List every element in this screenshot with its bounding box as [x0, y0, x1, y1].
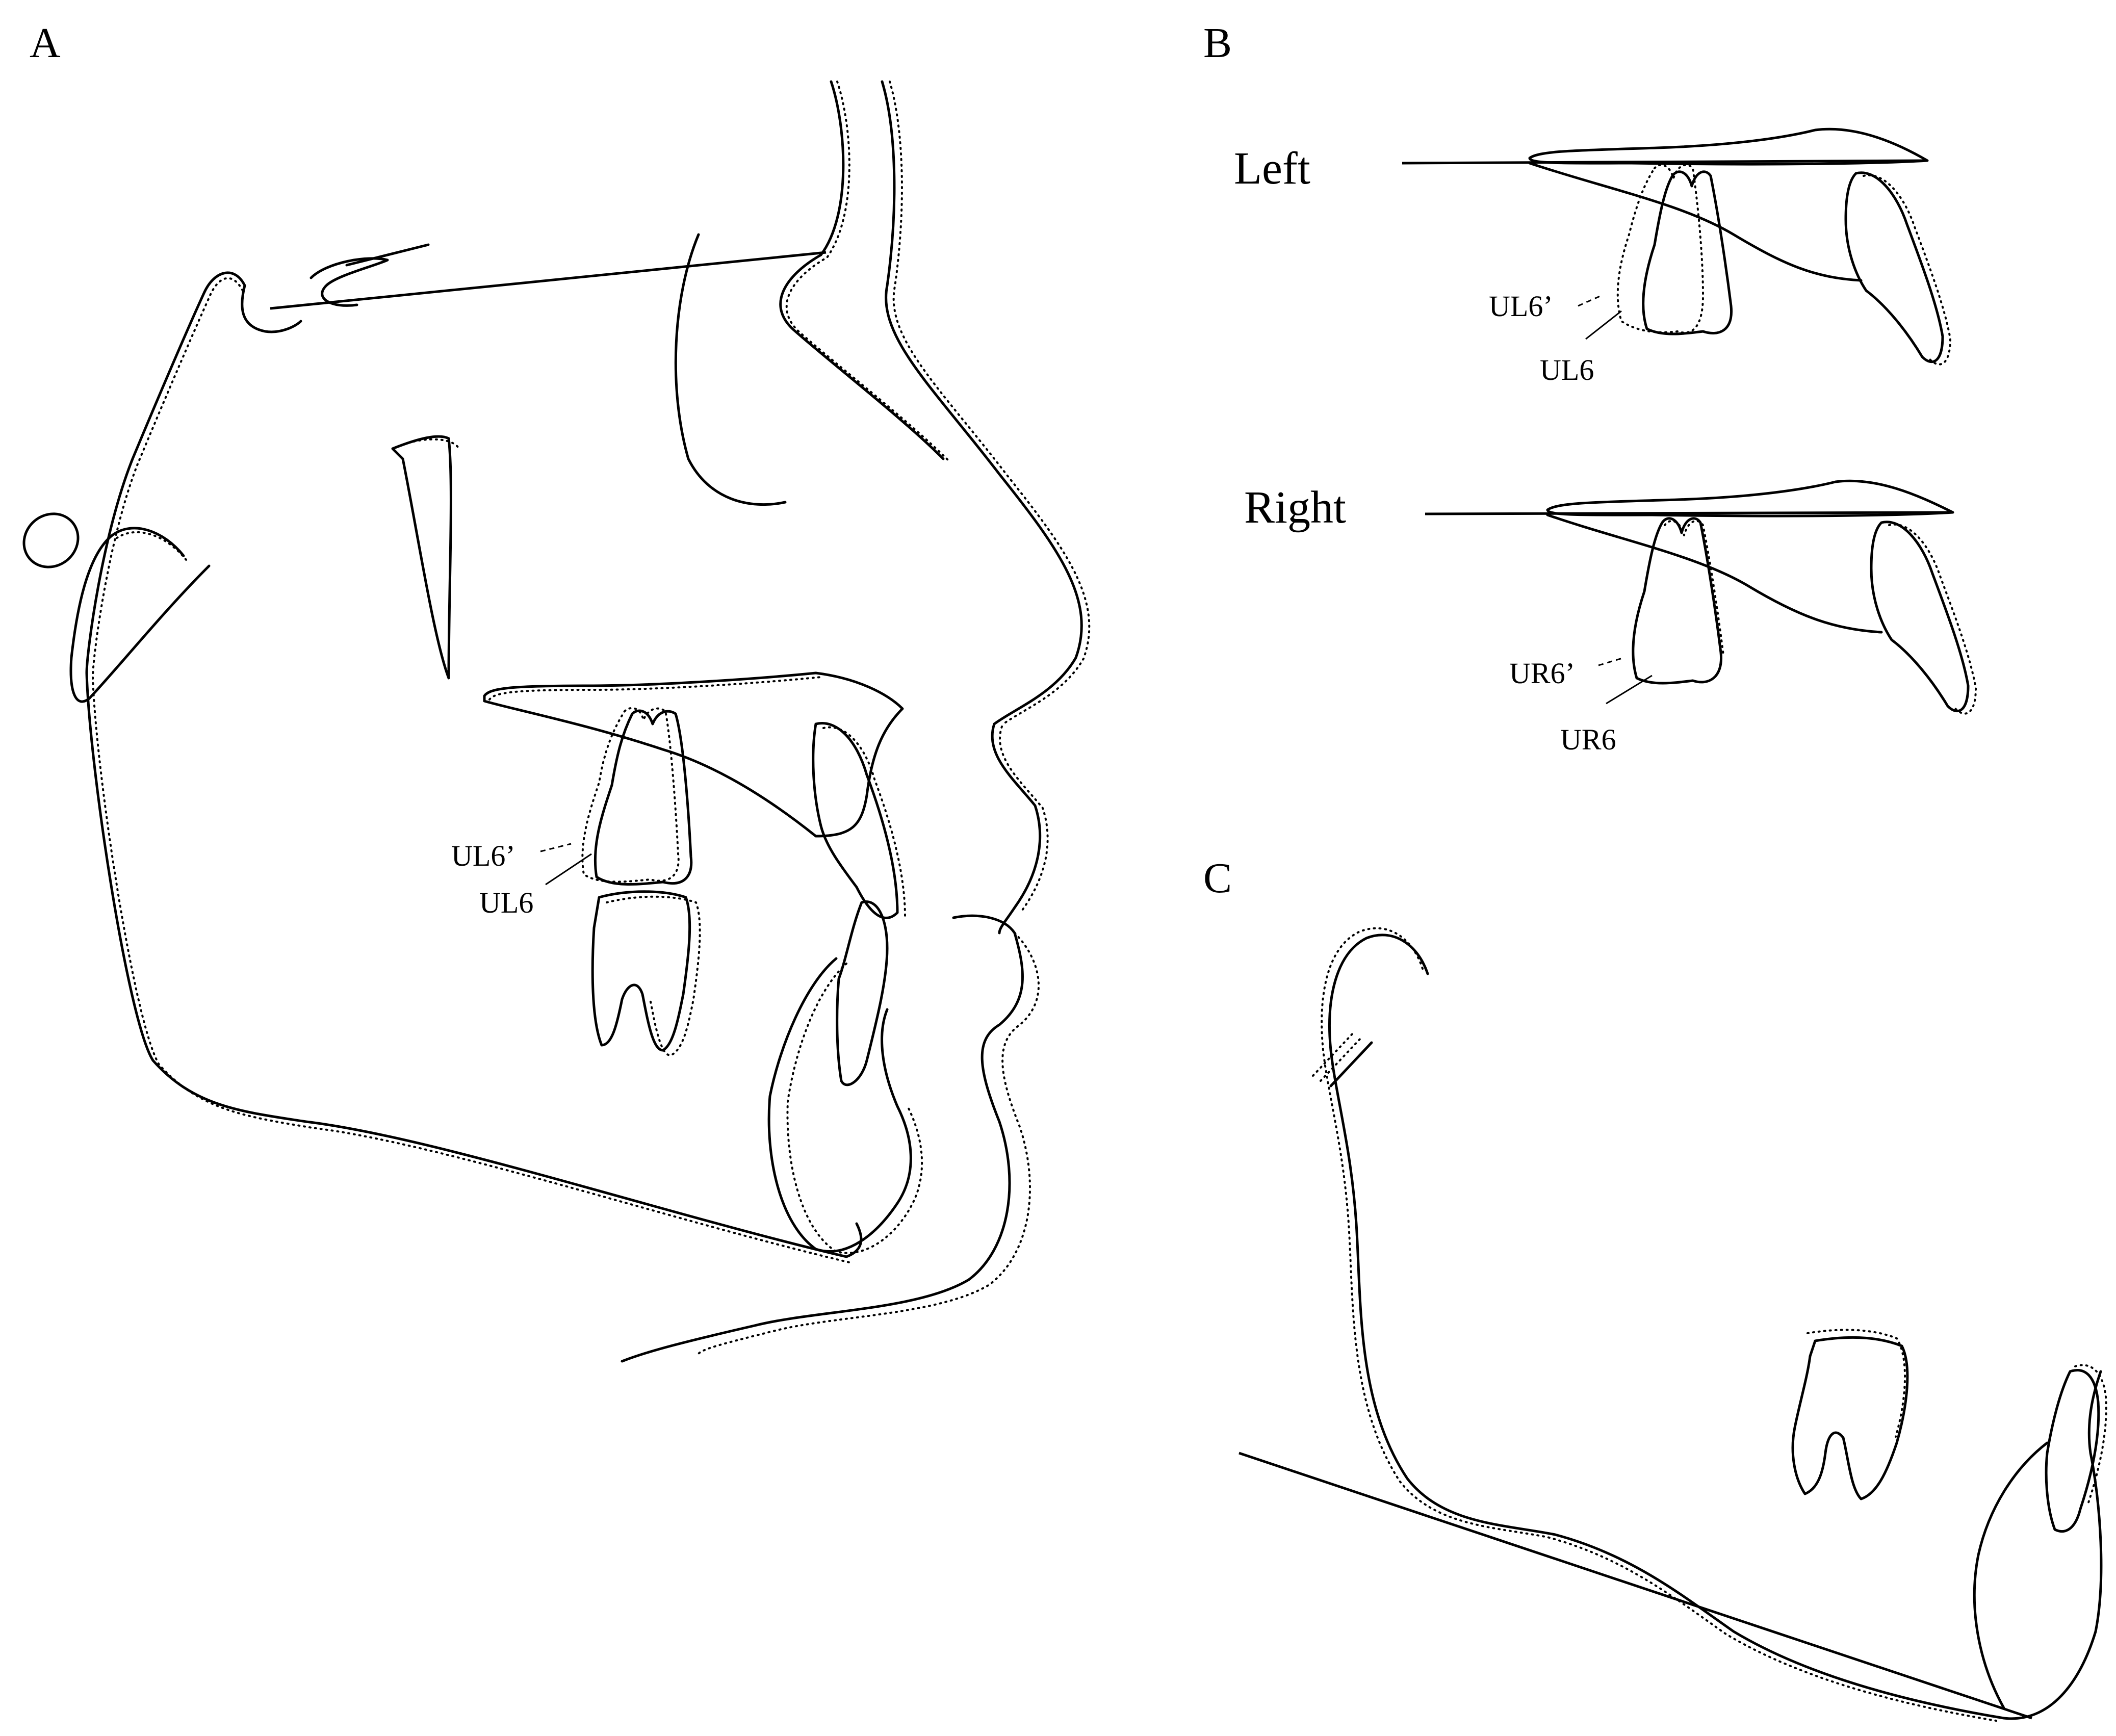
panel-b-right-title: Right: [1244, 482, 1346, 533]
panel-b-right-palatal-line: [1425, 511, 1953, 515]
panel-b-left-incisor: [1844, 171, 1951, 366]
panel-c-mandibular-plane: [1238, 1452, 2032, 1720]
panel-b-left-palate-floor: [1528, 162, 1863, 282]
panel-a-tooth-labels: UL6’ UL6: [451, 839, 592, 919]
panel-b-left-palatal-line: [1402, 159, 1928, 165]
panel-a-ear-rod: [22, 512, 80, 568]
panel-a-sella: [309, 243, 430, 307]
panel-a-maxilla: [483, 671, 904, 838]
panel-b-right-incisor: [1870, 521, 1977, 715]
panel-b-left-title: Left: [1234, 143, 1310, 194]
panel-a-ul6-label: UL6: [479, 886, 533, 919]
panel-a-ul6-prime-label: UL6’: [451, 839, 515, 872]
panel-a-orbital-rim: [674, 233, 787, 506]
panel-b-left-molar: [1616, 164, 1733, 335]
panel-c-lower-molar: [1791, 1329, 1909, 1500]
panel-c-letter: C: [1203, 854, 1232, 902]
panel-b-right-molar: [1632, 517, 1724, 685]
panel-c: C: [1203, 854, 2107, 1722]
panel-b-right-ur6-prime-label: UR6’: [1509, 657, 1575, 690]
panel-a-nasal-profile: [779, 80, 1091, 935]
panel-a-letter: A: [30, 19, 61, 67]
panel-a: A: [22, 19, 1091, 1363]
panel-b-right-palate-top: [1546, 479, 1954, 517]
panel-b-left-palate-top: [1528, 127, 1929, 166]
panel-b-right-ur6-label: UR6: [1560, 723, 1616, 756]
panel-a-orbit: [391, 435, 460, 680]
panel-a-sn-line: [270, 251, 827, 310]
panel-a-lower-molar: [591, 890, 701, 1056]
panel-a-soft-tissue-lips-chin: [621, 914, 1040, 1363]
panel-b-right: Right UR6’ UR6: [1244, 479, 1977, 756]
panel-c-lower-incisor: [1973, 1364, 2107, 1709]
panel-b: B Left UL6’ UL6 Right: [1203, 19, 1977, 756]
panel-b-letter: B: [1203, 19, 1232, 67]
panel-b-left-ul6-prime-label: UL6’: [1489, 290, 1553, 323]
panel-b-left-ul6-label: UL6: [1540, 353, 1594, 386]
panel-a-condyle: [69, 527, 211, 703]
panel-a-lower-incisor-symphysis: [767, 900, 923, 1254]
panel-b-right-palate-floor: [1546, 513, 1883, 634]
panel-a-upper-molar: [581, 707, 693, 886]
panel-c-mandible-outline: [1312, 927, 2103, 1722]
panel-a-cranial-mandible-outline: [85, 271, 863, 1264]
panel-b-left: Left UL6’ UL6: [1234, 127, 1951, 386]
